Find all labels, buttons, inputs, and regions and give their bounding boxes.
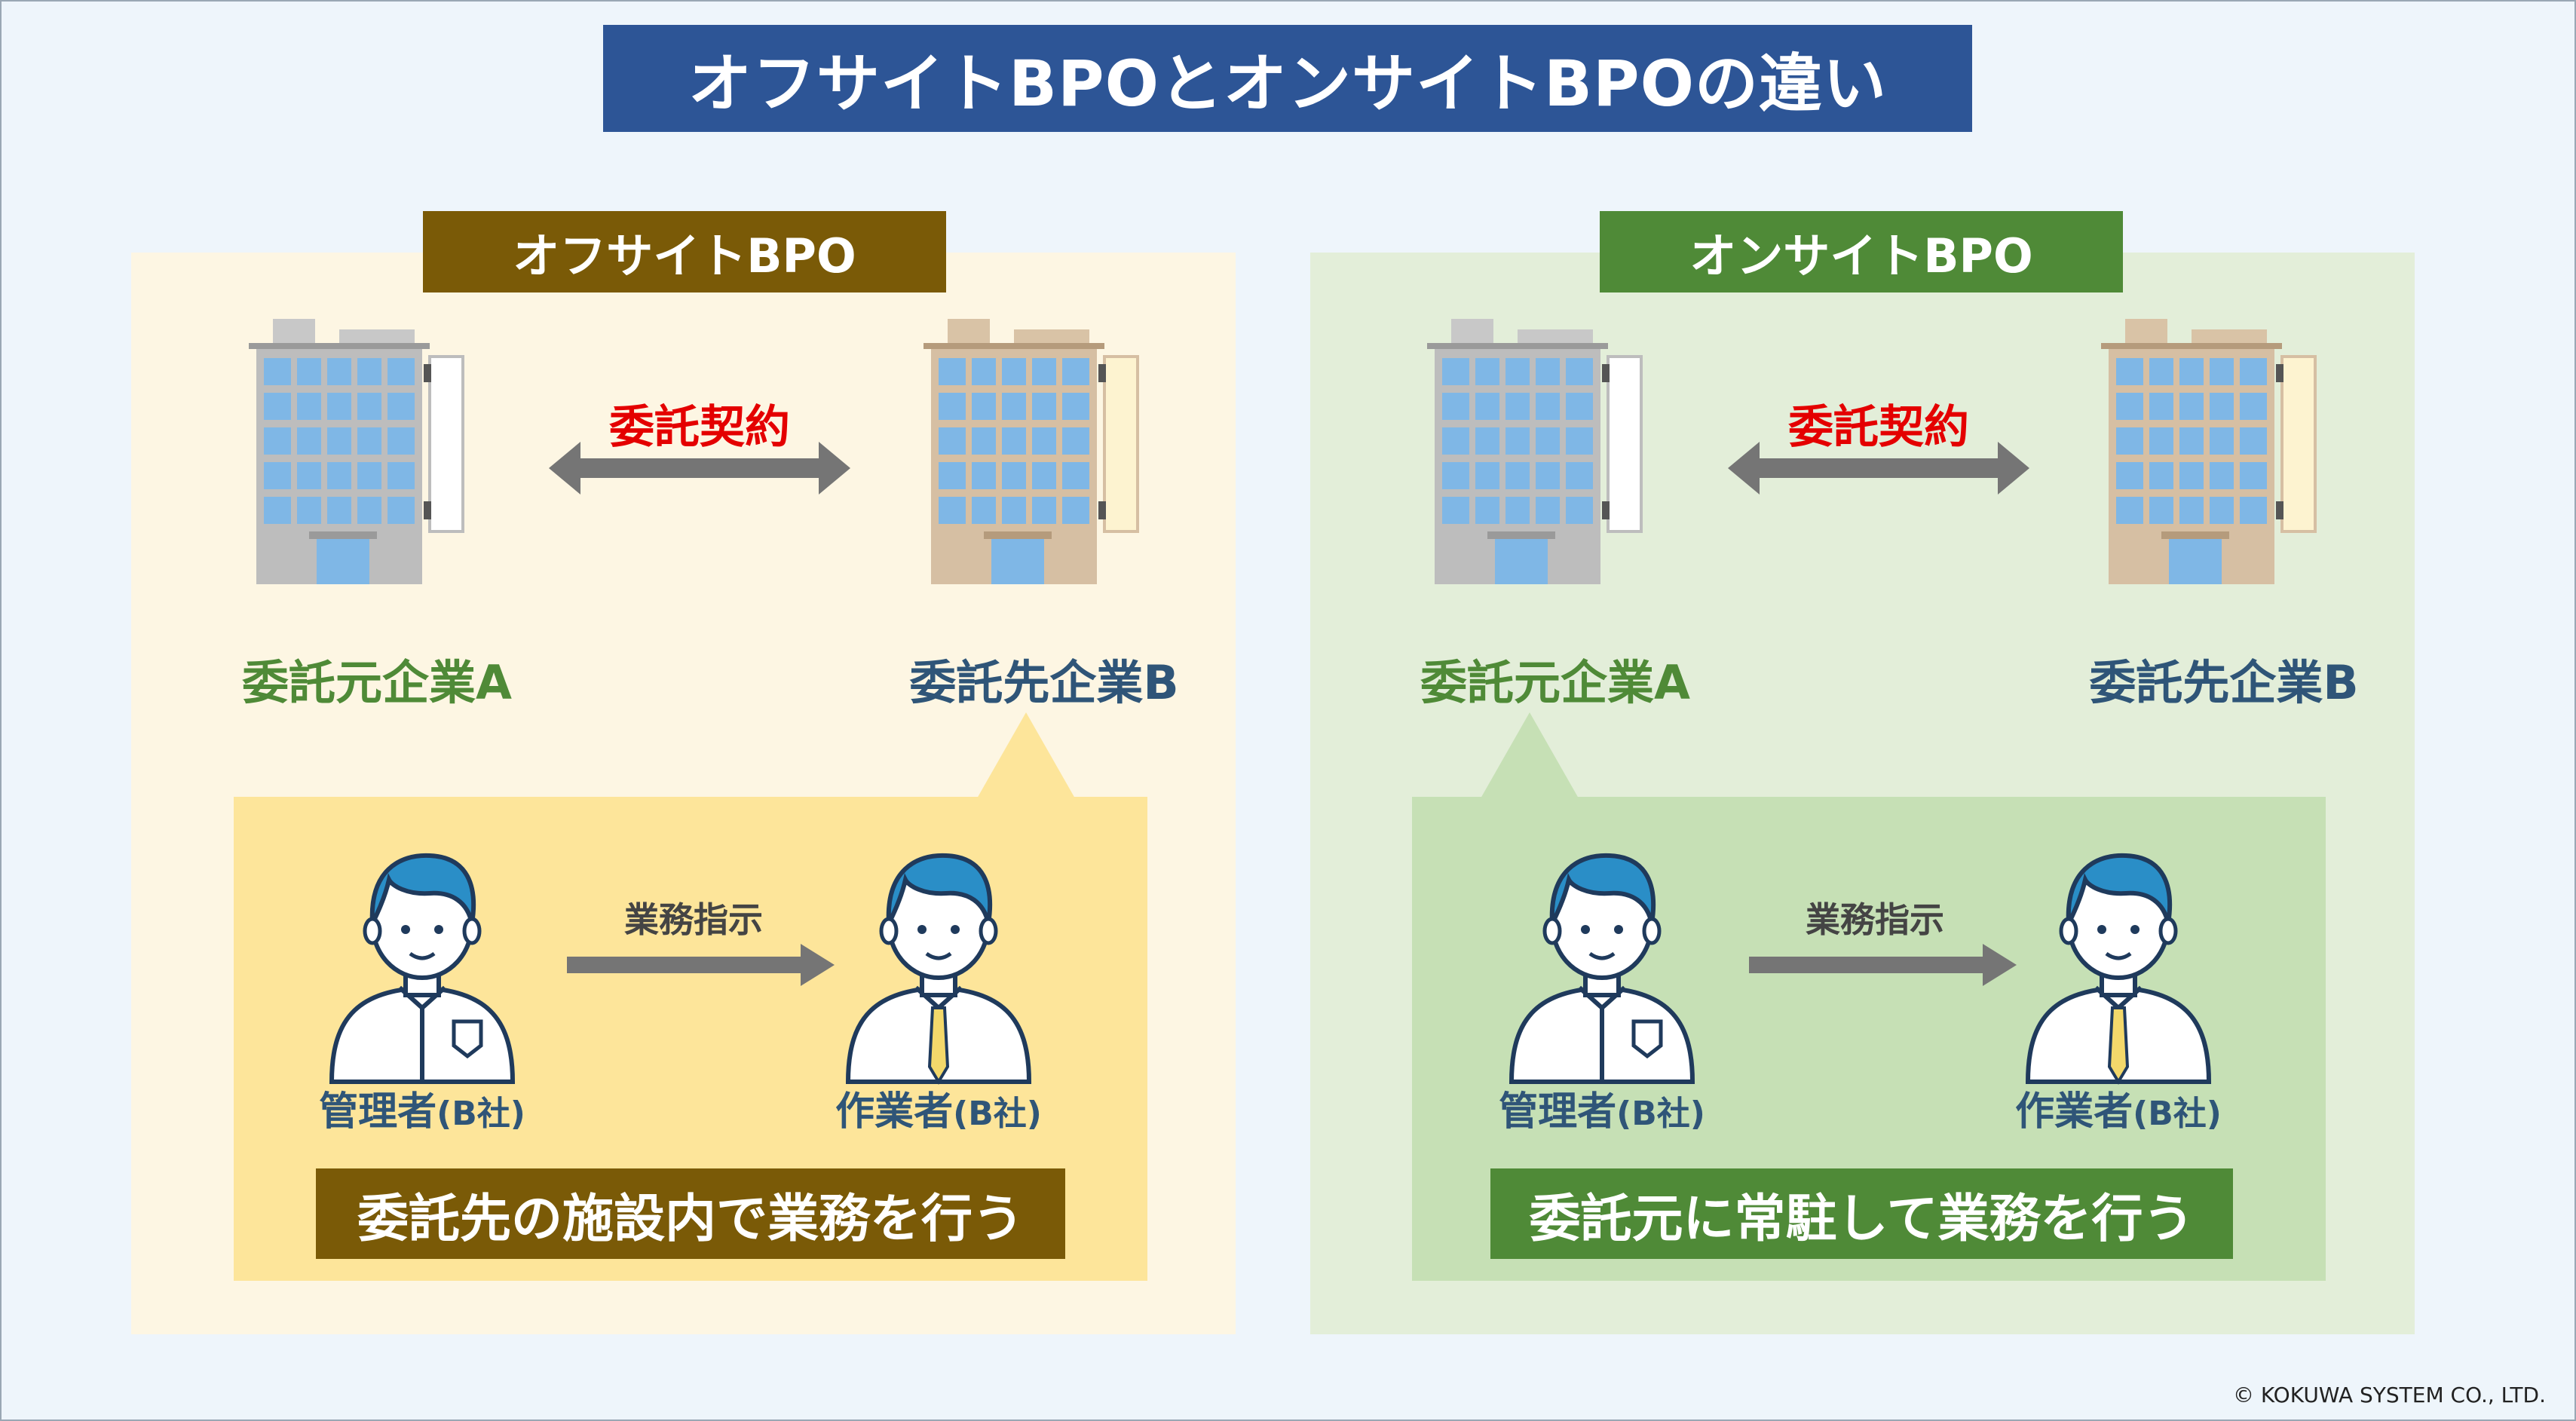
manager-icon xyxy=(1509,853,1695,1084)
building-a-icon xyxy=(249,319,464,584)
onsite-instruction-label: 業務指示 xyxy=(1806,899,1944,940)
onsite-company-b: 委託先企業B xyxy=(2089,655,2359,710)
worker-icon xyxy=(2025,853,2212,1085)
offsite-speech-pointer xyxy=(977,712,1075,798)
onsite-worker-label: 作業者(B社) xyxy=(1953,1080,2284,1136)
offsite-worker-label: 作業者(B社) xyxy=(773,1080,1104,1136)
offsite-section-title: オフサイトBPO xyxy=(423,211,946,292)
onsite-section-title: オンサイトBPO xyxy=(1600,211,2123,292)
manager-icon xyxy=(329,853,516,1084)
offsite-footer: 委託先の施設内で業務を行う xyxy=(316,1168,1065,1259)
instruction-arrow-icon xyxy=(567,944,835,986)
manager-company-text: (B社) xyxy=(436,1095,525,1133)
worker-role-text: 作業者 xyxy=(835,1089,954,1135)
offsite-instruction-label: 業務指示 xyxy=(624,899,763,940)
contract-double-arrow-icon xyxy=(1728,442,2029,495)
worker-icon xyxy=(845,853,1032,1085)
onsite-speech-pointer xyxy=(1481,712,1579,798)
manager-role-text: 管理者 xyxy=(1499,1089,1617,1135)
page-title: オフサイトBPOとオンサイトBPOの違い xyxy=(603,25,1972,132)
onsite-contract-label: 委託契約 xyxy=(1788,401,1969,454)
manager-role-text: 管理者 xyxy=(319,1089,437,1135)
onsite-footer: 委託元に常駐して業務を行う xyxy=(1490,1168,2233,1259)
worker-company-text: (B社) xyxy=(2133,1095,2222,1133)
onsite-manager-label: 管理者(B社) xyxy=(1436,1080,1768,1136)
instruction-arrow-icon xyxy=(1749,944,2017,986)
offsite-company-b: 委託先企業B xyxy=(909,655,1179,710)
worker-company-text: (B社) xyxy=(953,1095,1042,1133)
offsite-company-a: 委託元企業A xyxy=(242,655,512,710)
offsite-manager-label: 管理者(B社) xyxy=(256,1080,588,1136)
contract-double-arrow-icon xyxy=(549,442,850,495)
worker-role-text: 作業者 xyxy=(2015,1089,2133,1135)
onsite-company-a: 委託元企業A xyxy=(1420,655,1690,710)
copyright-notice: © KOKUWA SYSTEM CO., LTD. xyxy=(2232,1383,2546,1407)
building-b-icon xyxy=(2101,319,2317,584)
manager-company-text: (B社) xyxy=(1616,1095,1705,1133)
offsite-contract-label: 委託契約 xyxy=(609,401,790,454)
building-a-icon xyxy=(1427,319,1643,584)
building-b-icon xyxy=(924,319,1139,584)
